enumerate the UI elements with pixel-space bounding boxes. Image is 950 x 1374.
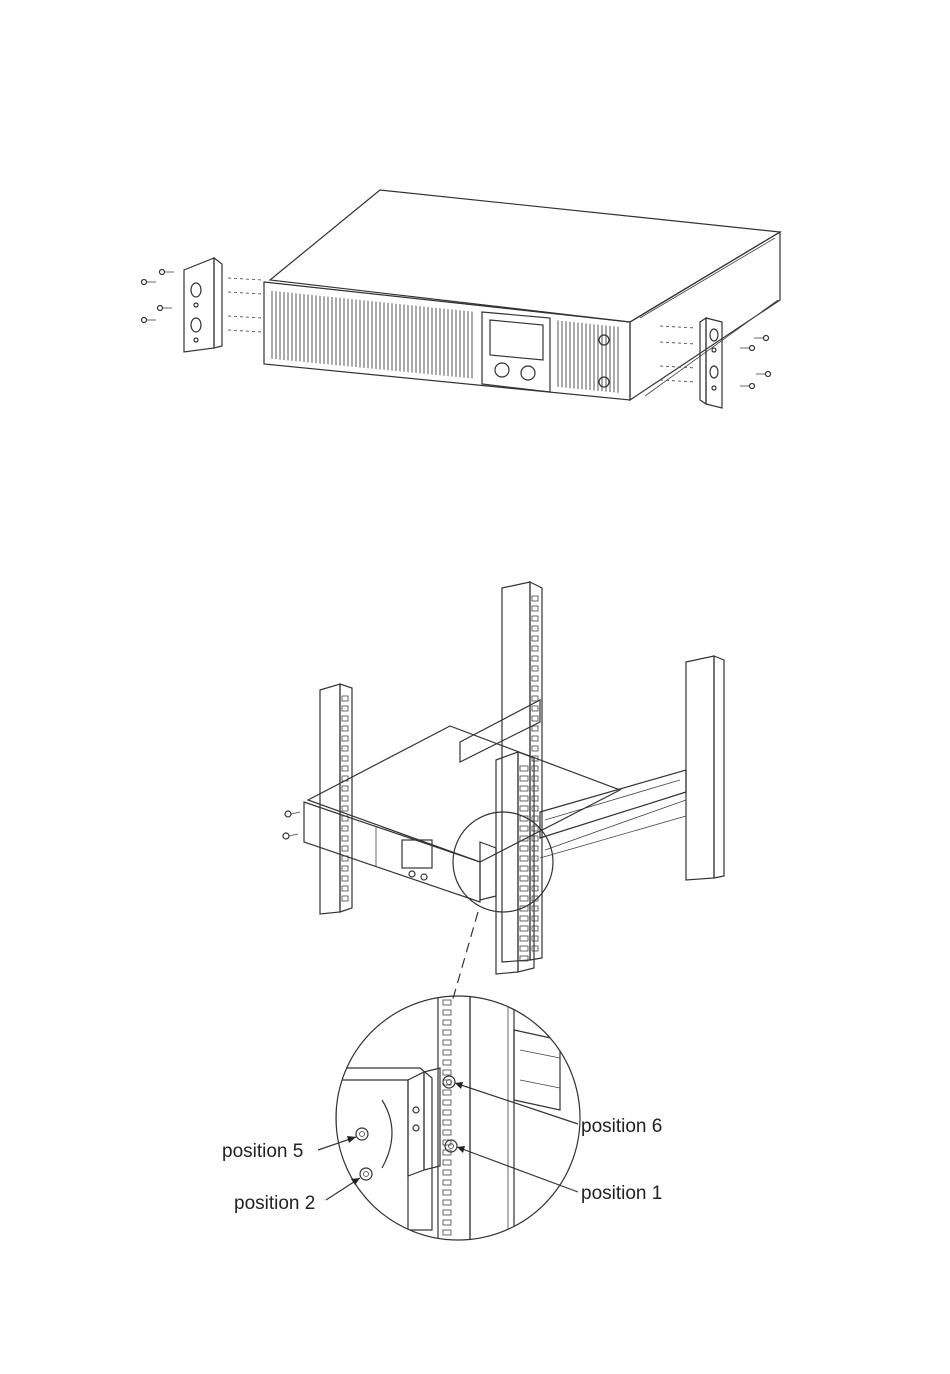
- detail-leader-line: [452, 912, 478, 1002]
- front-vent-grill: [272, 291, 472, 379]
- rack-rails: [460, 700, 686, 858]
- rack-post-rear-left: [502, 582, 542, 962]
- lcd-panel: [482, 312, 550, 392]
- callout-position-1: position 1: [581, 1183, 662, 1204]
- rack-post-front-left: [320, 684, 352, 914]
- screw-position-2: [360, 1168, 372, 1180]
- callout-position-5: position 5: [222, 1141, 303, 1162]
- figure-rack-mounting: position 5 position 2 position 6 positio…: [222, 582, 724, 1250]
- figure-ups-bracket-attachment: [142, 190, 781, 408]
- callout-position-2: position 2: [234, 1193, 315, 1214]
- callout-position-6: position 6: [581, 1116, 662, 1137]
- ups-unit: [264, 190, 780, 400]
- power-button-icon: [495, 363, 509, 377]
- screw-position-6: [443, 1076, 455, 1088]
- screw-position-5: [356, 1128, 368, 1140]
- left-rack-bracket: [184, 258, 222, 352]
- right-rack-bracket: [700, 318, 722, 408]
- front-screws: [283, 811, 300, 839]
- rack-post-rear-right: [686, 656, 724, 880]
- right-screws: [660, 326, 771, 389]
- left-screws: [142, 270, 263, 333]
- detail-marker-circle: [453, 812, 553, 912]
- function-button-icon: [521, 366, 535, 380]
- detail-zoom-view: [336, 994, 580, 1250]
